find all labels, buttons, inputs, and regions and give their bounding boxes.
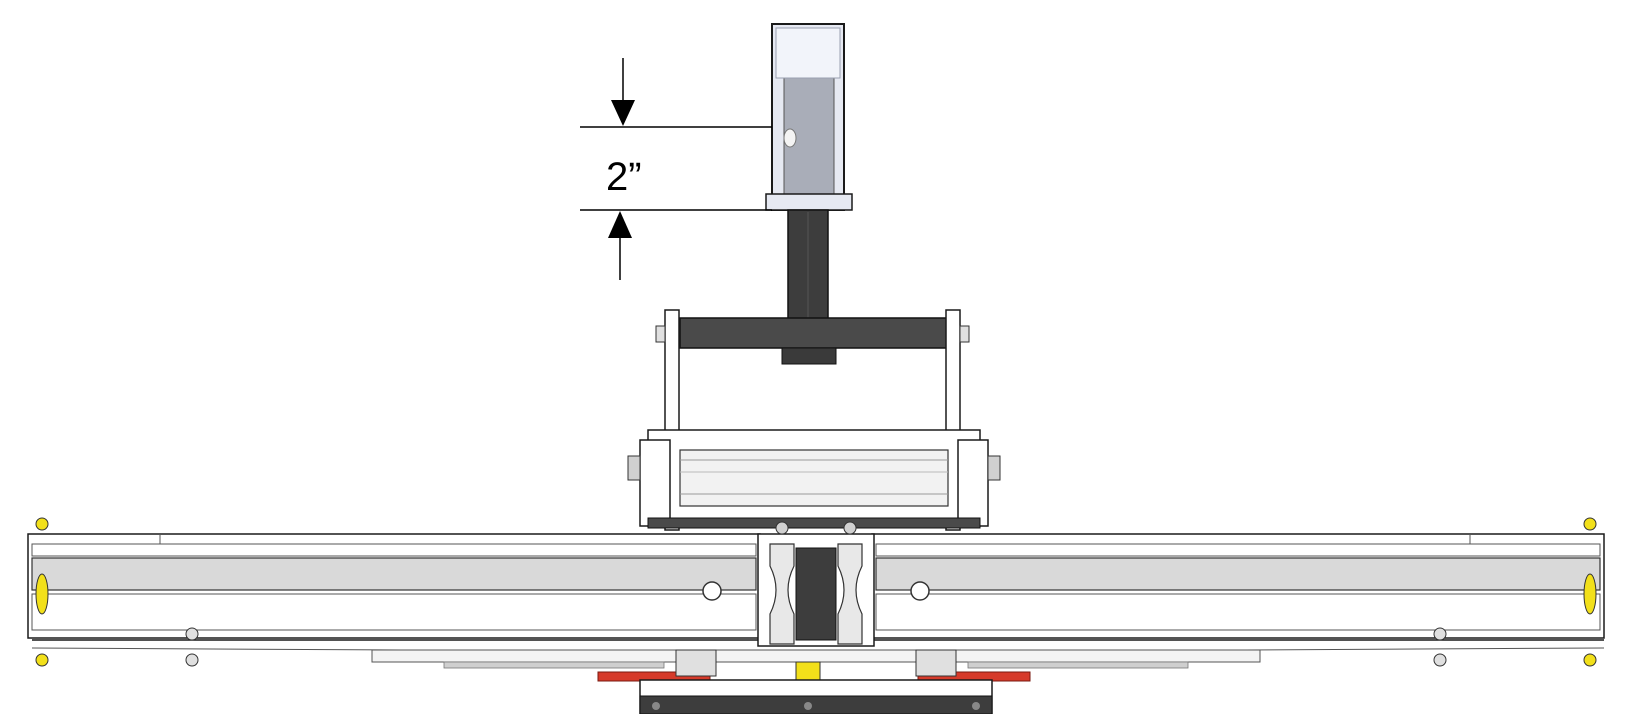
slot-icon <box>35 573 49 615</box>
arrow-down-icon <box>611 100 635 126</box>
yellow-bolt-icon <box>35 653 49 667</box>
right-rail <box>871 517 1605 667</box>
bolt-icon <box>1433 653 1447 667</box>
yellow-bolt-icon <box>1583 517 1597 531</box>
receiver-collar <box>765 193 853 211</box>
guide-roller-right <box>837 543 863 645</box>
bolt-icon <box>185 653 199 667</box>
yellow-knob-icon <box>795 661 821 681</box>
roller-assembly <box>627 429 1001 529</box>
slot-icon <box>1583 573 1597 615</box>
dimension-label: 2” <box>606 155 642 199</box>
left-rail <box>27 517 761 667</box>
base-assembly <box>371 649 1261 714</box>
dimension-annotation: 2” <box>580 58 772 280</box>
arrow-up-icon <box>608 211 632 238</box>
hitch-post <box>787 209 829 321</box>
pin-hole-icon <box>783 128 797 148</box>
yellow-bolt-icon <box>1583 653 1597 667</box>
guide-roller-left <box>769 543 795 645</box>
bolt-icon <box>1433 627 1447 641</box>
center-guide-block <box>757 521 875 647</box>
yellow-bolt-icon <box>35 517 49 531</box>
receiver-tube <box>765 23 853 211</box>
bolt-hole-icon <box>702 581 722 601</box>
bolt-hole-icon <box>910 581 930 601</box>
bolt-icon <box>185 627 199 641</box>
